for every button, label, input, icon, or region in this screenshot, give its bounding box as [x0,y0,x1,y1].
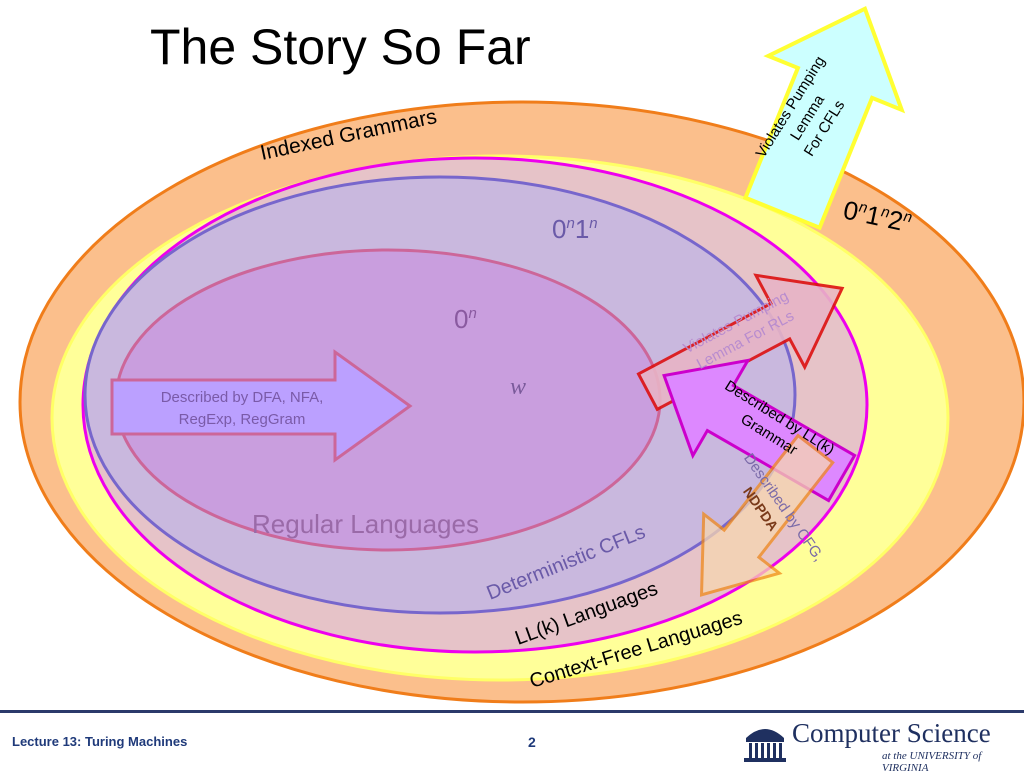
footer-divider [0,710,1024,713]
dfa-arrow-text-2: RegExp, RegGram [179,411,306,428]
dfa-arrow-text-1: Described by DFA, NFA, [161,389,324,406]
footer-lecture-title: Lecture 13: Turing Machines [12,734,188,749]
slide-title: The Story So Far [150,19,531,75]
logo-subtitle: at the UNIVERSITY of VIRGINIA [882,750,982,774]
cfg-arrow [699,433,835,597]
rotunda-icon [744,729,786,762]
page-number: 2 [528,734,536,750]
w-label: w [510,374,526,400]
zero-n-one-n-label: 0n1n [552,214,598,244]
logo-wordmark: Computer Science [792,718,991,748]
cfl-pumping-arrow [742,5,906,231]
dfa-arrow [110,349,413,463]
zero-n-label: 0n [454,304,477,334]
uva-cs-logo: Computer Science at the UNIVERSITY of VI… [742,716,1012,774]
zero-one-two-label: 0n1n2n [841,195,914,239]
regular-label: Regular Languages [252,509,479,539]
